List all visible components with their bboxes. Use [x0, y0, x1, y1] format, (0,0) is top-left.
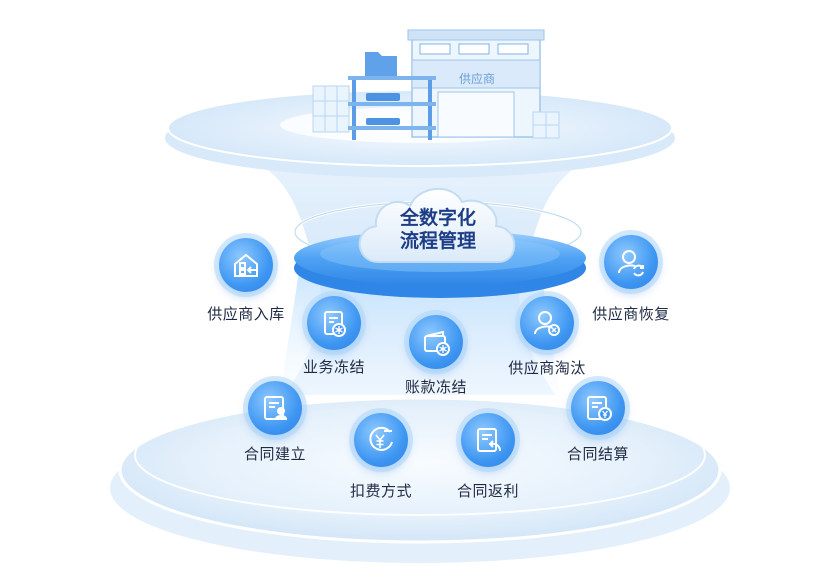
- center-title-line2: 流程管理: [399, 230, 476, 252]
- business-freeze-icon[interactable]: [307, 296, 361, 350]
- base-platform: [118, 396, 722, 544]
- center-title: 全数字化 流程管理: [378, 207, 498, 253]
- node-label-contract-create: 合同建立: [243, 445, 307, 463]
- contract-create-icon[interactable]: [248, 381, 302, 435]
- account-freeze-icon[interactable]: [409, 315, 463, 369]
- center-cloud: [358, 187, 516, 263]
- node-label-supplier-eliminate: 供应商淘汰: [508, 359, 586, 377]
- supplier-building-icon: [407, 29, 545, 138]
- supplier-restore-icon[interactable]: [604, 235, 658, 289]
- contract-settle-icon[interactable]: [571, 381, 625, 435]
- storage-shelf-icon: [348, 52, 436, 140]
- supplier-inbound-icon[interactable]: [219, 238, 273, 292]
- grid-box-right-icon: [532, 111, 560, 139]
- fee-deduction-icon[interactable]: [354, 413, 408, 467]
- node-label-account-freeze: 账款冻结: [404, 378, 468, 396]
- node-label-supplier-inbound: 供应商入库: [207, 305, 285, 323]
- node-label-supplier-restore: 供应商恢复: [592, 305, 670, 323]
- node-label-contract-rebate: 合同返利: [456, 482, 520, 500]
- node-label-business-freeze: 业务冻结: [302, 358, 366, 376]
- supplier-eliminate-icon[interactable]: [520, 296, 574, 350]
- node-label-fee-deduction: 扣费方式: [349, 482, 413, 500]
- building-sign: 供应商: [458, 72, 495, 86]
- node-label-contract-settle: 合同结算: [566, 445, 630, 463]
- grid-box-left-icon: [312, 85, 350, 133]
- center-title-line1: 全数字化: [399, 207, 476, 229]
- contract-rebate-icon[interactable]: [461, 413, 515, 467]
